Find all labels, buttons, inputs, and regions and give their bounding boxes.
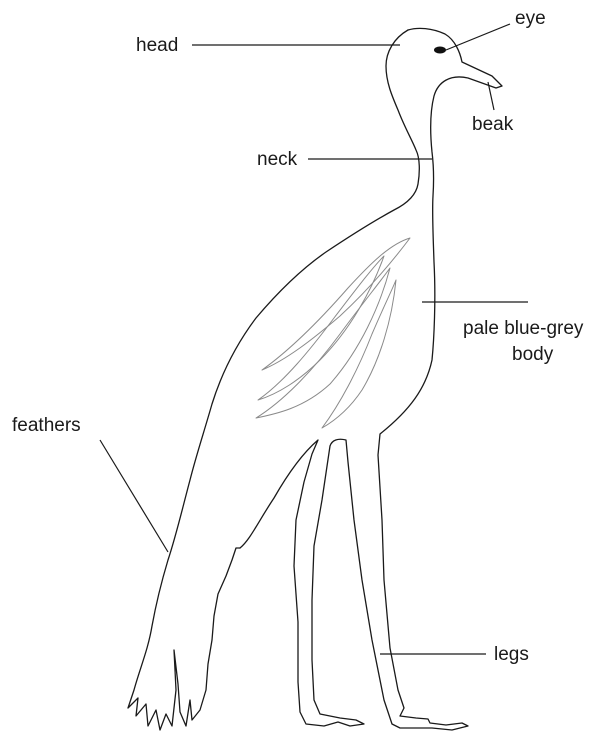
label-eye: eye: [515, 8, 546, 29]
label-body-line2: body: [512, 344, 554, 365]
label-head: head: [136, 35, 178, 56]
label-feathers: feathers: [12, 415, 81, 436]
label-neck: neck: [257, 149, 298, 170]
feathers-leader-line: [100, 440, 168, 552]
label-body-line1: pale blue-grey: [463, 318, 584, 339]
bird-illustration: [128, 28, 502, 730]
label-legs: legs: [494, 644, 529, 665]
labels: head eye beak neck pale blue-grey body f…: [12, 8, 584, 665]
wing-feathers: [256, 238, 410, 428]
label-beak: beak: [472, 114, 514, 135]
bird-front-outline: [240, 28, 502, 730]
eye-leader-line: [446, 24, 510, 50]
bird-back-outline: [128, 30, 419, 730]
eye-dot: [434, 47, 446, 54]
